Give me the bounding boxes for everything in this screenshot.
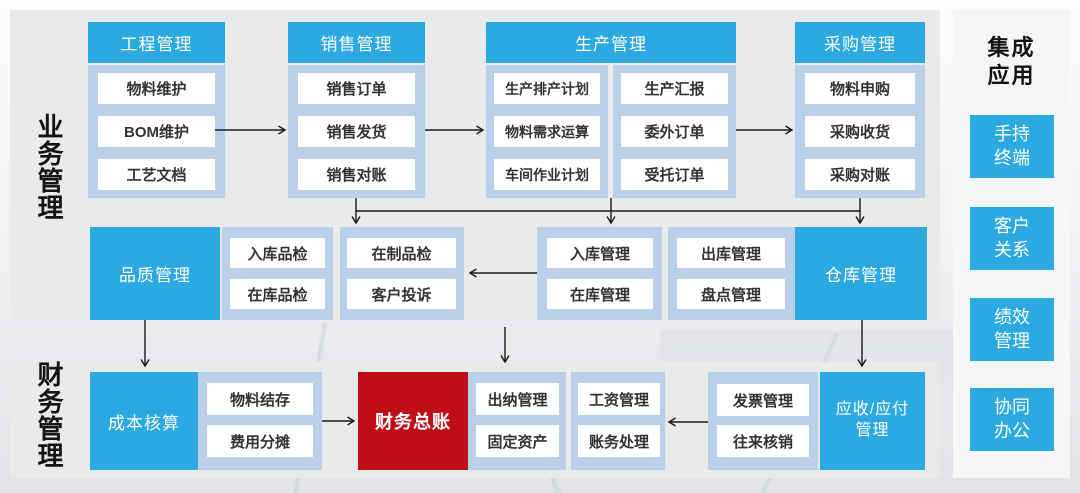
node-invoice-mgmt: 发票管理 [717, 384, 809, 416]
node-fixed-assets: 固定资产 [476, 425, 559, 457]
node-stock-mgmt: 在库管理 [547, 279, 653, 309]
header-purchasing: 采购管理 [795, 22, 925, 63]
node-purchase-receipt: 采购收货 [805, 116, 915, 147]
node-material-balance: 物料结存 [207, 383, 313, 415]
node-production-schedule: 生产排产计划 [494, 73, 600, 104]
node-shopfloor-plan: 车间作业计划 [494, 159, 600, 190]
app-handheld-terminal: 手持 终端 [970, 115, 1054, 178]
node-payroll-mgmt: 工资管理 [578, 383, 660, 415]
header-sales: 销售管理 [288, 22, 425, 63]
app-performance-mgmt: 绩效 管理 [970, 298, 1054, 361]
node-production-report: 生产汇报 [621, 73, 728, 104]
node-material-requisition: 物料申购 [805, 73, 915, 104]
node-incoming-inspection: 入库品检 [230, 238, 325, 268]
business-section-label: 业务管理 [34, 113, 64, 221]
node-outbound-mgmt: 出库管理 [677, 238, 785, 268]
node-sales-reconciliation: 销售对账 [298, 159, 415, 190]
node-stock-inspection: 在库品检 [230, 279, 325, 309]
integration-title: 集成 应用 [987, 35, 1036, 88]
node-expense-allocation: 费用分摊 [207, 425, 313, 457]
node-material-maintenance: 物料维护 [98, 73, 215, 104]
node-mrp-calculation: 物料需求运算 [494, 116, 600, 147]
node-customer-complaint: 客户投诉 [347, 279, 456, 309]
header-production: 生产管理 [486, 22, 736, 63]
node-consignment-order: 受托订单 [621, 159, 728, 190]
app-collaborative-office: 协同 办公 [970, 388, 1054, 451]
node-sales-order: 销售订单 [298, 73, 415, 104]
node-process-documents: 工艺文档 [98, 159, 215, 190]
node-stocktake-mgmt: 盘点管理 [677, 279, 785, 309]
node-accounting-processing: 账务处理 [578, 425, 660, 457]
ar-ap-title: 应收/应付 管理 [820, 372, 925, 470]
node-sales-shipment: 销售发货 [298, 116, 415, 147]
node-outsourcing-order: 委外订单 [621, 116, 728, 147]
node-inprocess-inspection: 在制品检 [347, 238, 456, 268]
node-cashier-mgmt: 出纳管理 [476, 383, 559, 415]
warehouse-title: 仓库管理 [795, 227, 927, 320]
finance-section-label: 财务管理 [34, 361, 64, 469]
node-purchase-reconciliation: 采购对账 [805, 159, 915, 190]
general-ledger-title: 财务总账 [358, 372, 468, 470]
cost-accounting-title: 成本核算 [90, 372, 198, 470]
quality-title: 品质管理 [90, 227, 220, 320]
header-engineering: 工程管理 [88, 22, 225, 63]
node-inbound-mgmt: 入库管理 [547, 238, 653, 268]
node-transaction-writeoff: 往来核销 [717, 425, 809, 457]
app-customer-relationship: 客户 关系 [970, 207, 1054, 270]
node-bom-maintenance: BOM维护 [98, 116, 215, 147]
